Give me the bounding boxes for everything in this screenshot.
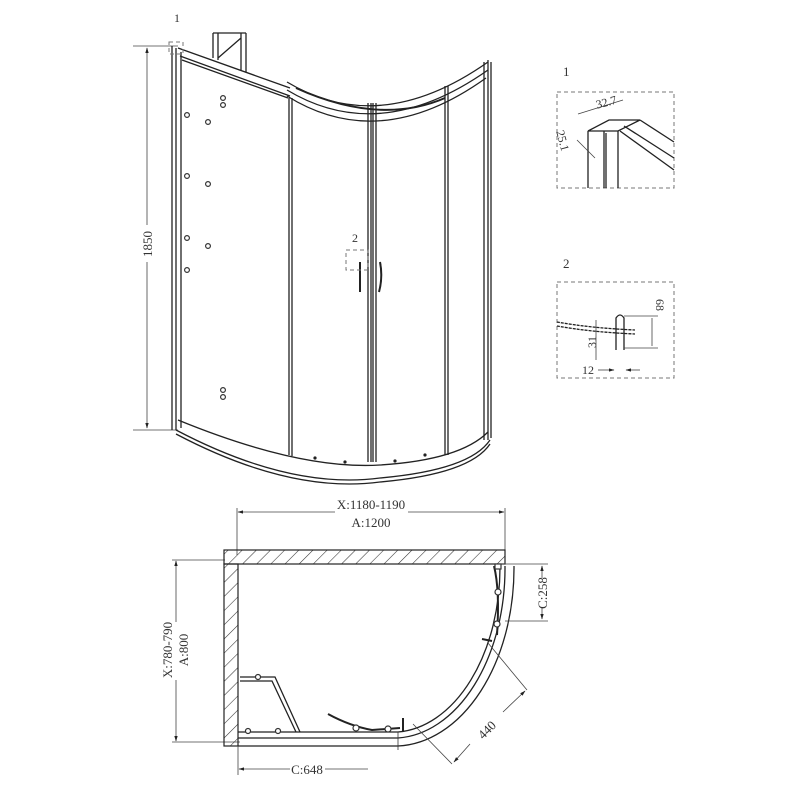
- detail-1-frame: [556, 91, 675, 189]
- detail-1-marker-label: 1: [174, 11, 180, 25]
- detail-2-marker: [345, 249, 369, 271]
- sliding-door-bottom: [327, 713, 401, 732]
- left-post: [171, 46, 182, 430]
- side-clearance-label: C:258: [535, 577, 550, 609]
- top-rail-curve-mid: [286, 69, 489, 115]
- roller-pin: [615, 314, 625, 350]
- detail-1: 1 32.7 25.1: [553, 64, 675, 189]
- bottom-rail-inner: [177, 419, 489, 467]
- plan-view: X:1180-1190 A:1200 X:780-790 A:800: [160, 497, 550, 777]
- left-fixed-panel: [240, 676, 301, 733]
- panel-edge-1: [288, 98, 293, 456]
- right-post: [483, 60, 492, 440]
- door-edge-left: [367, 103, 372, 462]
- door-handle-plan-side: [481, 638, 493, 642]
- tray-outline-outer: [238, 565, 515, 747]
- detail-1-marker: [168, 41, 184, 55]
- door-opening-dimension: 440: [412, 642, 528, 765]
- top-rail-track: [295, 87, 446, 111]
- width-nominal-label: A:1200: [352, 515, 391, 530]
- front-clearance-label: C:648: [291, 762, 323, 777]
- profile-post: [587, 131, 619, 188]
- door-opening-label: 440: [475, 718, 499, 742]
- depth-nominal-label: A:800: [176, 634, 191, 667]
- bottom-rollers: [313, 453, 427, 464]
- top-rail-curve-inner: [286, 77, 487, 122]
- wall-fixing-holes: [184, 94, 227, 401]
- height-dimension: 1850: [133, 45, 178, 431]
- front-clearance-dimension: C:648: [237, 746, 368, 777]
- height-label: 1850: [140, 231, 155, 257]
- side-clearance-dimension: C:258: [500, 563, 550, 622]
- detail-2-frame: [556, 281, 675, 379]
- dim-25-1-label: 25.1: [553, 129, 572, 153]
- top-rail-left: [177, 47, 291, 99]
- glass-edge: [556, 321, 636, 335]
- dim-25-1-line: [576, 139, 596, 159]
- side-wall: [223, 563, 239, 747]
- wall-bracket: [212, 32, 247, 72]
- bottom-rail-outer: [175, 429, 491, 481]
- back-wall: [223, 549, 506, 565]
- width-adjustable-label: X:1180-1190: [337, 497, 405, 512]
- detail-1-title: 1: [563, 64, 570, 79]
- dim-32-7-line: [577, 99, 624, 115]
- detail-2-title: 2: [563, 256, 570, 271]
- dim-31-label: 31: [585, 336, 599, 348]
- dim-32-7-label: 32.7: [594, 93, 618, 112]
- tray-outline-mid: [238, 565, 506, 739]
- profile-top: [587, 119, 641, 132]
- door-handle-right: [378, 261, 383, 293]
- bottom-rail-base: [175, 433, 491, 485]
- tray-outline-inner: [238, 565, 501, 733]
- width-dimension: X:1180-1190 A:1200: [236, 497, 506, 555]
- detail-2: 2 68 31 12: [556, 256, 675, 379]
- dim-12-label: 12: [582, 363, 594, 377]
- depth-dimension: X:780-790 A:800: [160, 559, 240, 743]
- top-rail-curve-outer: [286, 61, 489, 107]
- elevation-view: 1850 1: [133, 11, 492, 485]
- detail-2-marker-label: 2: [352, 231, 358, 245]
- profile-rail: [619, 119, 675, 171]
- door-edge-right: [372, 103, 377, 462]
- depth-adjustable-label: X:780-790: [160, 622, 175, 678]
- dim-68-label: 68: [653, 299, 667, 311]
- panel-edge-2: [444, 86, 449, 455]
